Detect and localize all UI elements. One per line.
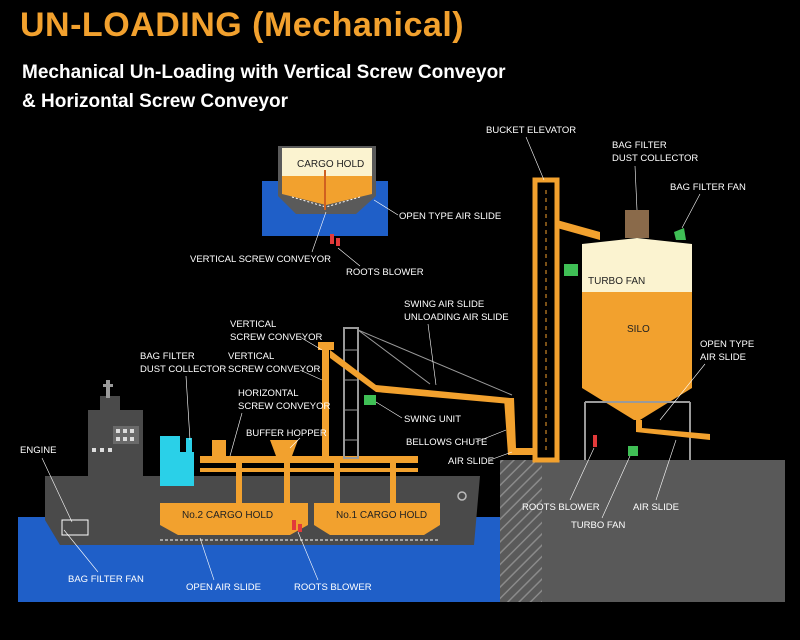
label-open-type-air-slide-silo-2: AIR SLIDE [700,352,746,363]
label-buffer-hopper: BUFFER HOPPER [246,428,327,439]
label-bucket-elevator: BUCKET ELEVATOR [486,125,576,136]
inset-cargo [282,176,372,205]
inset-cargo-hold-label: CARGO HOLD [297,159,364,170]
label-horizontal-screw-conveyor-2: SCREW CONVEYOR [238,401,331,412]
engine-icon [61,519,89,536]
shore-roots-blower-icon [593,435,597,447]
shore-turbo-fan-icon [628,446,638,456]
silo [564,210,710,460]
horizontal-conveyor [200,342,418,503]
swing-air-slide-shape [330,350,510,404]
silo-air-slide-shape [636,420,710,440]
label-roots-blower-top: ROOTS BLOWER [346,267,424,278]
ship-bag-filter-icon [160,436,180,486]
subtitle-line-1: Mechanical Un-Loading with Vertical Scre… [22,62,506,83]
buffer-hopper-shape [270,440,298,456]
label-unloading-air-slide: UNLOADING AIR SLIDE [404,312,509,323]
label-open-type-air-slide-top: OPEN TYPE AIR SLIDE [399,211,501,222]
label-vertical-screw-conveyor-1a: VERTICAL [230,319,276,330]
label-swing-air-slide: SWING AIR SLIDE [404,299,484,310]
quay-wall [500,460,542,602]
label-air-slide-shore: AIR SLIDE [633,502,679,513]
ship [45,380,480,545]
label-bellows-chute: BELLOWS CHUTE [406,437,487,448]
silo-bag-filter-icon [625,210,649,238]
subtitle-line-2: & Horizontal Screw Conveyor [22,91,289,112]
inset-hold-upper [282,148,372,176]
silo-turbo-fan-icon [564,264,578,276]
label-horizontal-screw-conveyor-1: HORIZONTAL [238,388,299,399]
bucket-elevator [532,177,600,463]
label-engine: ENGINE [20,445,56,456]
label-silo: SILO [627,324,650,335]
label-roots-blower-shore: ROOTS BLOWER [522,502,600,513]
label-open-air-slide: OPEN AIR SLIDE [186,582,261,593]
label-roots-blower-ship: ROOTS BLOWER [294,582,372,593]
inset-roots-blower-icon [330,234,334,244]
unloader-tower [343,327,359,459]
label-turbo-fan-shore: TURBO FAN [571,520,626,531]
silo-upper [582,238,692,292]
label-no1-cargo-hold: No.1 CARGO HOLD [336,510,427,521]
label-air-slide-ship: AIR SLIDE [448,456,494,467]
label-vertical-screw-conveyor-top: VERTICAL SCREW CONVEYOR [190,254,331,265]
silo-bag-filter-fan-icon [674,228,686,240]
label-bag-filter-fan-ship: BAG FILTER FAN [68,574,144,585]
label-no2-cargo-hold: No.2 CARGO HOLD [182,510,273,521]
shore-ground [500,460,785,602]
silo-body [582,292,692,420]
label-bag-filter-silo-1: BAG FILTER [612,140,667,151]
label-bag-filter-ship-1: BAG FILTER [140,351,195,362]
no1-cargo-hold-shape [314,503,440,535]
swing-unit-icon [364,395,376,405]
label-bag-filter-ship-2: DUST COLLECTOR [140,364,226,375]
label-swing-unit: SWING UNIT [404,414,461,425]
ship-roots-blower-icon [292,520,296,530]
inset-cargo-hold: CARGO HOLD OPEN TYPE AIR SLIDE VERTICAL … [190,146,501,278]
bellows-chute-shape [504,398,540,455]
swing-unit-tower [330,327,540,459]
vertical-screw-conveyor-shape [322,345,329,457]
anchor-icon [457,491,467,501]
page-title: UN-LOADING (Mechanical) [20,6,465,44]
label-vertical-screw-conveyor-1b: SCREW CONVEYOR [230,332,323,343]
label-vertical-screw-conveyor-2b: SCREW CONVEYOR [228,364,321,375]
no2-cargo-hold-shape [160,503,308,535]
label-open-type-air-slide-silo-1: OPEN TYPE [700,339,754,350]
label-turbo-fan-silo: TURBO FAN [588,276,645,287]
label-bag-filter-silo-2: DUST COLLECTOR [612,153,698,164]
label-bag-filter-fan-silo: BAG FILTER FAN [670,182,746,193]
horizontal-screw-conveyor [200,456,418,463]
label-vertical-screw-conveyor-2a: VERTICAL [228,351,274,362]
